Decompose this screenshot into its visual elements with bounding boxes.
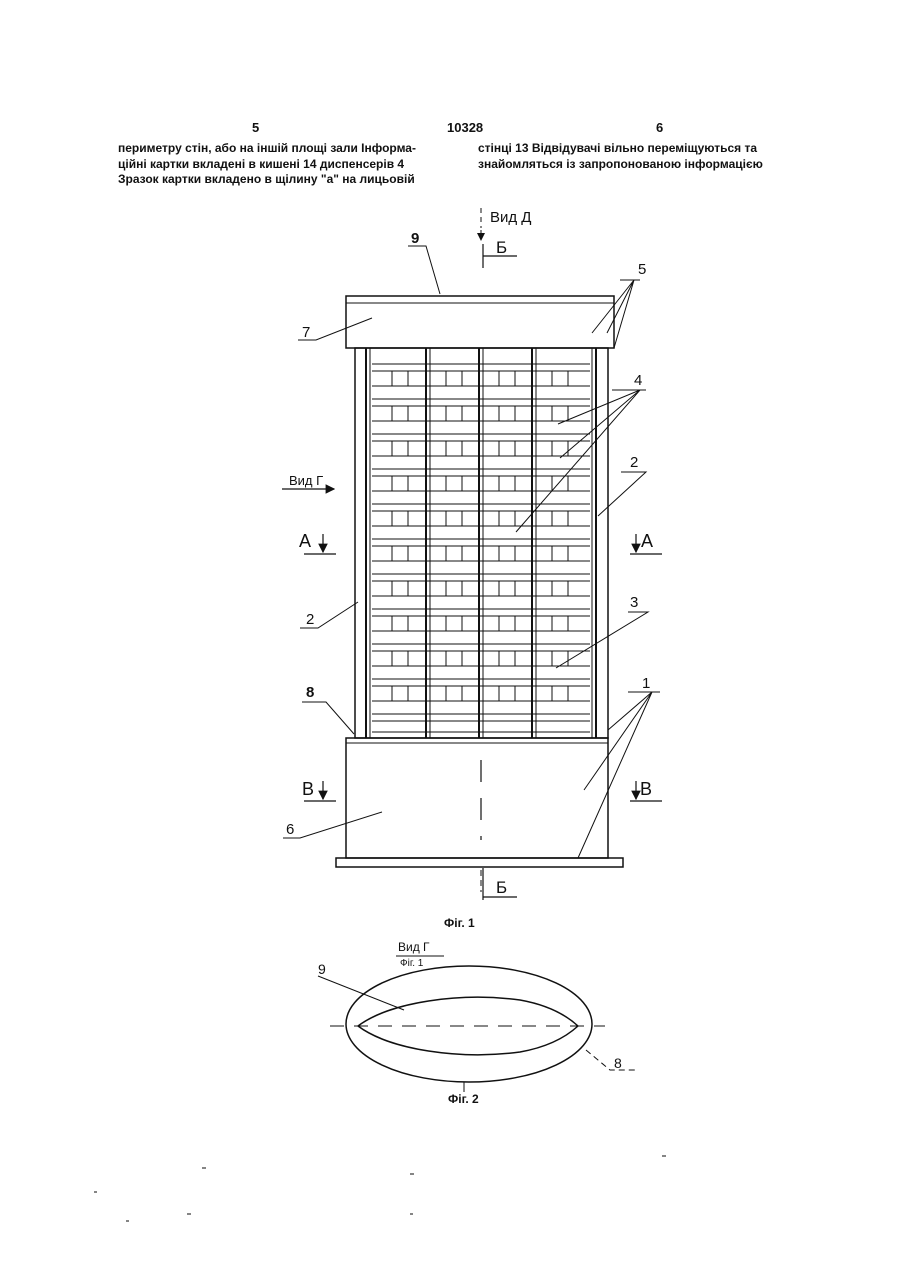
ref-7: 7 [302,324,310,341]
figure-2 [318,956,638,1092]
ref-9: 9 [411,230,419,247]
figure-2-view-title: Вид Г [398,940,430,954]
ref-3: 3 [630,594,638,611]
outer-contour [346,966,592,1082]
ref-4: 4 [634,372,642,389]
ref-5: 5 [638,261,646,278]
section-a-left: А [299,531,311,551]
scan-specks [94,1156,666,1221]
figure-1 [282,208,662,900]
view-d-label: Вид Д [490,209,531,226]
section-b-bottom: Б [496,878,507,897]
dispenser-pockets [372,364,590,732]
figure-1-caption: Фіг. 1 [444,916,475,930]
ref-6: 6 [286,821,294,838]
section-b-top: Б [496,238,507,257]
section-a-right: А [641,531,653,551]
ref-2-right: 2 [630,454,638,471]
base-block [346,738,608,858]
base-plinth [336,858,623,867]
figure-2-ref-9: 9 [318,961,326,977]
top-cap [346,296,614,348]
section-v-left: В [302,779,314,799]
ref-8: 8 [306,684,314,701]
ref-1: 1 [642,675,650,692]
section-v-right: В [640,779,652,799]
figure-2-view-ref: Фіг. 1 [400,958,424,969]
ref-2-left: 2 [306,611,314,628]
figure-2-ref-8: 8 [614,1055,622,1071]
view-g-label: Вид Г [289,473,323,488]
figure-2-caption: Фіг. 2 [448,1092,479,1106]
